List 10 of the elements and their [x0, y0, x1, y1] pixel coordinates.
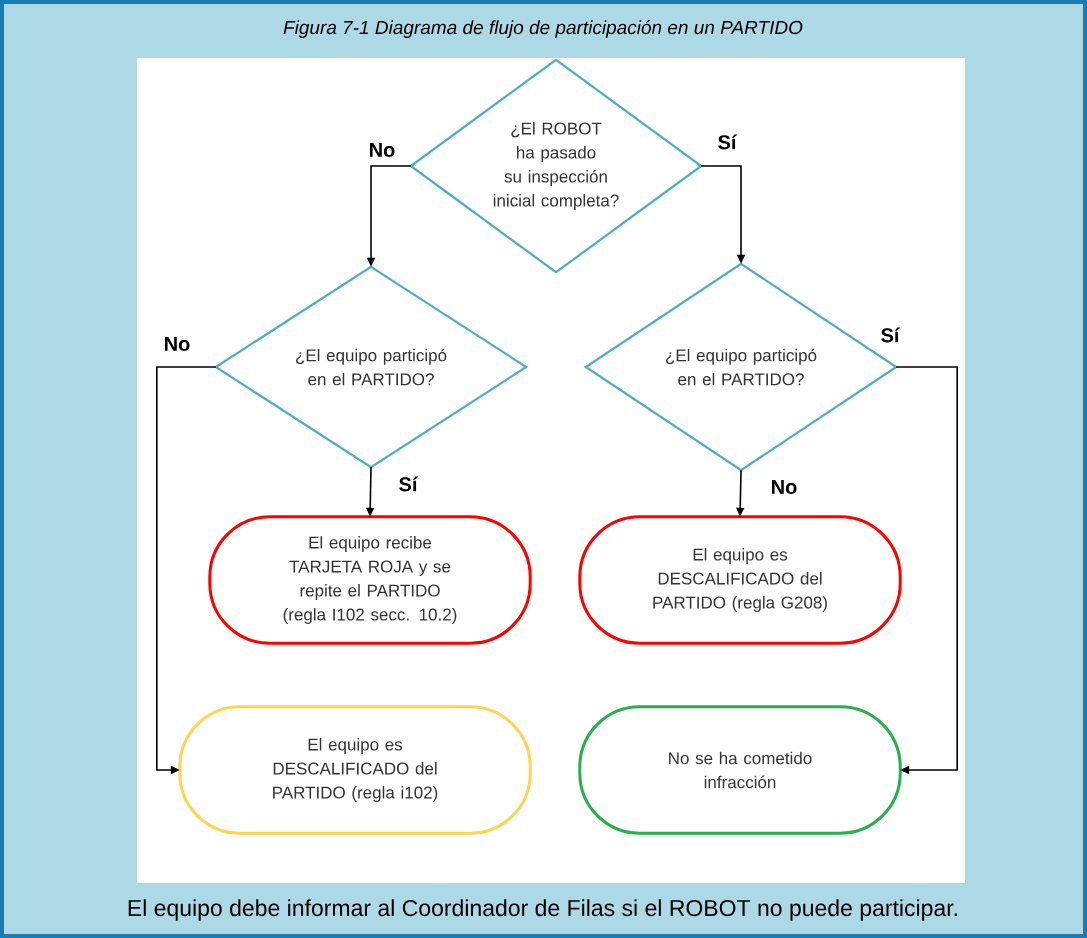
edge-label: No	[367, 142, 397, 158]
terminal-box: No se ha cometido infracción	[578, 705, 902, 835]
title: Figura 7-1 Diagrama de flujo de participación en un PARTIDO	[283, 20, 803, 38]
edge-label: No	[162, 336, 192, 352]
terminal-box: El equipo recibe TARJETA ROJA y se repite el PARTIDO (regla I102 secc. 10.2)	[208, 515, 532, 645]
terminal-box: El equipo es DESCALIFICADO del PARTIDO (regla i102)	[178, 705, 532, 835]
caption: El equipo debe informar al Coordinador de Filas si el ROBOT no puede participar.	[128, 899, 957, 921]
terminal-box: El equipo es DESCALIFICADO del PARTIDO (regla G208)	[578, 515, 902, 645]
arrow	[895, 366, 958, 775]
edge-label: No	[769, 479, 799, 495]
